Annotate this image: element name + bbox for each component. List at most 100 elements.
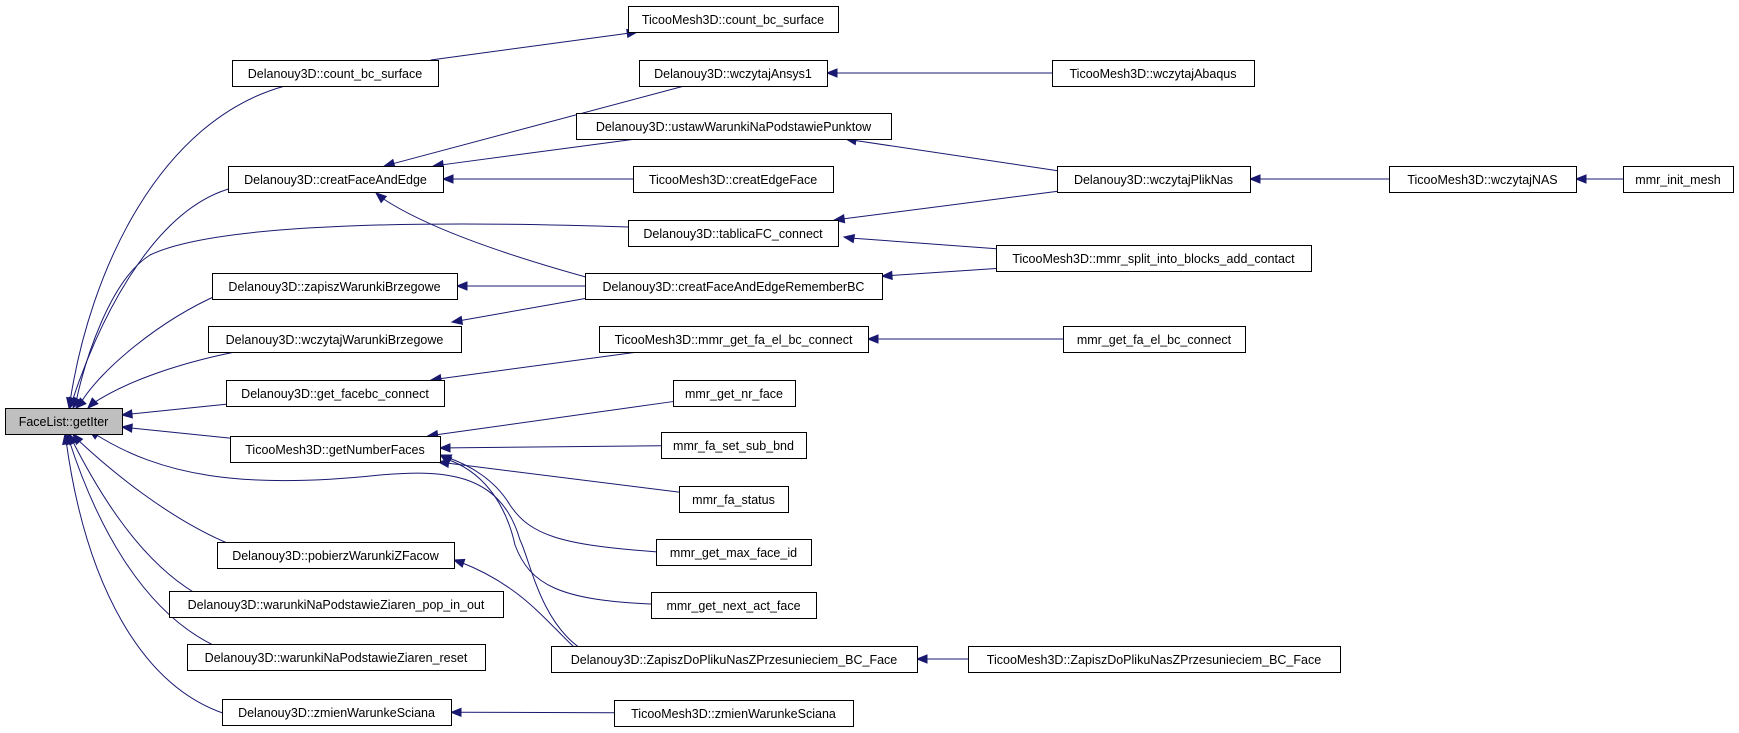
arrowhead (449, 707, 462, 718)
node-box[interactable] (1052, 60, 1255, 87)
edge-line (130, 403, 227, 415)
node-label: Delanouy3D::zapiszWarunkiBrzegowe (228, 280, 440, 294)
node-delanouy3d-ustawwarunkinapodstawiepunktow[interactable]: Delanouy3D::ustawWarunkiNaPodstawiePunkt… (576, 113, 892, 140)
node-ticoomesh3d-count-bc-surface[interactable]: TicooMesh3D::count_bc_surface (628, 6, 839, 33)
edge-getIter-from-d_zapisz (75, 293, 221, 409)
node-delanouy3d-wczytajansys1[interactable]: Delanouy3D::wczytajAnsys1 (639, 60, 828, 87)
edge-line (94, 433, 581, 649)
node-mmr-get-max-face-id[interactable]: mmr_get_max_face_id (656, 539, 812, 566)
node-box[interactable] (996, 245, 1312, 272)
node-ticoomesh3d-mmr-split-into-blocks-add-contact[interactable]: TicooMesh3D::mmr_split_into_blocks_add_c… (996, 245, 1312, 272)
edge-d_creat-from-d_creatRem (374, 192, 620, 287)
node-delanouy3d-warunkinapodstawieziaren-pop-in-out[interactable]: Delanouy3D::warunkiNaPodstawieZiaren_pop… (169, 591, 504, 618)
node-delanouy3d-get-facebc-connect[interactable]: Delanouy3D::get_facebc_connect (226, 380, 445, 407)
node-box[interactable] (1063, 326, 1246, 353)
node-delanouy3d-tablicafc-connect[interactable]: Delanouy3D::tablicaFC_connect (628, 220, 839, 247)
node-ticoomesh3d-mmr-get-fa-el-bc-connect[interactable]: TicooMesh3D::mmr_get_fa_el_bc_connect (599, 326, 869, 353)
arrowhead (439, 455, 453, 466)
node-box[interactable] (968, 646, 1341, 673)
node-box[interactable] (679, 486, 789, 513)
node-box[interactable] (232, 60, 439, 87)
node-label: Delanouy3D::count_bc_surface (248, 67, 422, 81)
node-ticoomesh3d-wczytajabaqus[interactable]: TicooMesh3D::wczytajAbaqus (1052, 60, 1255, 87)
node-delanouy3d-count-bc-surface[interactable]: Delanouy3D::count_bc_surface (232, 60, 439, 87)
edge-d_ansys-from-t_abaqus (825, 68, 1052, 78)
node-mmr-fa-status[interactable]: mmr_fa_status (679, 486, 789, 513)
node-box[interactable] (633, 166, 834, 193)
arrowhead (1248, 174, 1261, 184)
node-box[interactable] (656, 539, 812, 566)
node-box[interactable] (212, 273, 458, 300)
node-box[interactable] (628, 6, 839, 33)
arrowhead (452, 558, 466, 568)
node-facelist-getiter[interactable]: FaceList::getIter (5, 408, 123, 435)
node-box[interactable] (576, 113, 892, 140)
node-box[interactable] (217, 542, 455, 569)
node-box[interactable] (551, 646, 918, 673)
edge-d_plikNas-from-t_nas (1248, 174, 1389, 184)
node-delanouy3d-wczytajpliknas[interactable]: Delanouy3D::wczytajPlikNas (1057, 166, 1251, 193)
node-mmr-init-mesh[interactable]: mmr_init_mesh (1623, 166, 1734, 193)
node-label: TicooMesh3D::zmienWarunkeSciana (631, 707, 836, 721)
node-box[interactable] (599, 326, 869, 353)
node-box[interactable] (222, 699, 452, 726)
node-box[interactable] (1623, 166, 1734, 193)
node-delanouy3d-zapiszwarunkibrzegowe[interactable]: Delanouy3D::zapiszWarunkiBrzegowe (212, 273, 458, 300)
arrowhead (842, 234, 856, 244)
node-box[interactable] (614, 700, 854, 727)
arrowhead (866, 334, 879, 344)
node-delanouy3d-creatfaceandedgerememberbc[interactable]: Delanouy3D::creatFaceAndEdgeRememberBC (585, 273, 883, 300)
edge-t_getNumber-from-mmr_next_act (439, 455, 652, 605)
edge-d_creat-from-t_creatEdge (441, 174, 633, 184)
node-delanouy3d-warunkinapodstawieziaren-reset[interactable]: Delanouy3D::warunkiNaPodstawieZiaren_res… (187, 644, 486, 671)
node-mmr-get-next-act-face[interactable]: mmr_get_next_act_face (651, 592, 817, 619)
node-box[interactable] (226, 380, 445, 407)
node-box[interactable] (208, 326, 462, 353)
node-delanouy3d-creatfaceandedge[interactable]: Delanouy3D::creatFaceAndEdge (228, 166, 444, 193)
edge-d_tablica-from-t_split (842, 234, 1001, 250)
node-box[interactable] (1057, 166, 1251, 193)
edge-t_getNumber-from-mmr_fa_set (438, 443, 662, 453)
node-box[interactable] (230, 436, 441, 463)
node-box[interactable] (673, 380, 796, 407)
node-box[interactable] (628, 220, 839, 247)
node-mmr-fa-set-sub-bnd[interactable]: mmr_fa_set_sub_bnd (661, 432, 807, 459)
edge-getIter-from-d_wczytajWB (87, 351, 236, 409)
node-label: mmr_init_mesh (1635, 173, 1720, 187)
edge-d_creat-from-d_ustaw (431, 138, 636, 170)
node-box[interactable] (187, 644, 486, 671)
node-box[interactable] (585, 273, 883, 300)
node-box[interactable] (661, 432, 807, 459)
node-box[interactable] (651, 592, 817, 619)
node-ticoomesh3d-getnumberfaces[interactable]: TicooMesh3D::getNumberFaces (230, 436, 441, 463)
node-label: TicooMesh3D::ZapiszDoPlikuNasZPrzesuniec… (987, 653, 1321, 667)
edge-d_zapisz-from-d_creatRem (455, 281, 585, 291)
node-label: FaceList::getIter (19, 415, 109, 429)
node-mmr-get-nr-face[interactable]: mmr_get_nr_face (673, 380, 796, 407)
node-ticoomesh3d-zmienwarunkesciana[interactable]: TicooMesh3D::zmienWarunkeSciana (614, 700, 854, 727)
node-label: TicooMesh3D::count_bc_surface (642, 13, 824, 27)
edge-line (130, 427, 231, 439)
node-label: mmr_fa_set_sub_bnd (673, 439, 794, 453)
node-delanouy3d-wczytajwarunkibrzegowe[interactable]: Delanouy3D::wczytajWarunkiBrzegowe (208, 326, 462, 353)
edge-line (71, 187, 233, 403)
arrowhead (825, 68, 838, 78)
edge-line (392, 85, 685, 165)
edge-getIter-from-d_zmien (62, 432, 233, 717)
node-ticoomesh3d-createdgeface[interactable]: TicooMesh3D::creatEdgeFace (633, 166, 834, 193)
node-ticoomesh3d-wczytajnas[interactable]: TicooMesh3D::wczytajNAS (1389, 166, 1577, 193)
node-mmr-get-fa-el-bc-connect[interactable]: mmr_get_fa_el_bc_connect (1063, 326, 1246, 353)
node-delanouy3d-zmienwarunkesciana[interactable]: Delanouy3D::zmienWarunkeSciana (222, 699, 452, 726)
node-delanouy3d-pobierzwarunkizfacow[interactable]: Delanouy3D::pobierzWarunkiZFacow (217, 542, 455, 569)
edge-d_get_facebc-from-t_mmr_get_fa (429, 351, 638, 384)
node-box[interactable] (639, 60, 828, 87)
node-delanouy3d-zapiszdoplikunaszprzesunieciem-bc-face[interactable]: Delanouy3D::ZapiszDoPlikuNasZPrzesunieci… (551, 646, 918, 673)
node-box[interactable] (1389, 166, 1577, 193)
node-box[interactable] (228, 166, 444, 193)
edge-line (447, 462, 680, 493)
edge-line (849, 237, 1001, 250)
node-box[interactable] (169, 591, 504, 618)
node-ticoomesh3d-zapiszdoplikunaszprzesunieciem-bc-face[interactable]: TicooMesh3D::ZapiszDoPlikuNasZPrzesuniec… (968, 646, 1341, 673)
node-box[interactable] (5, 408, 123, 435)
